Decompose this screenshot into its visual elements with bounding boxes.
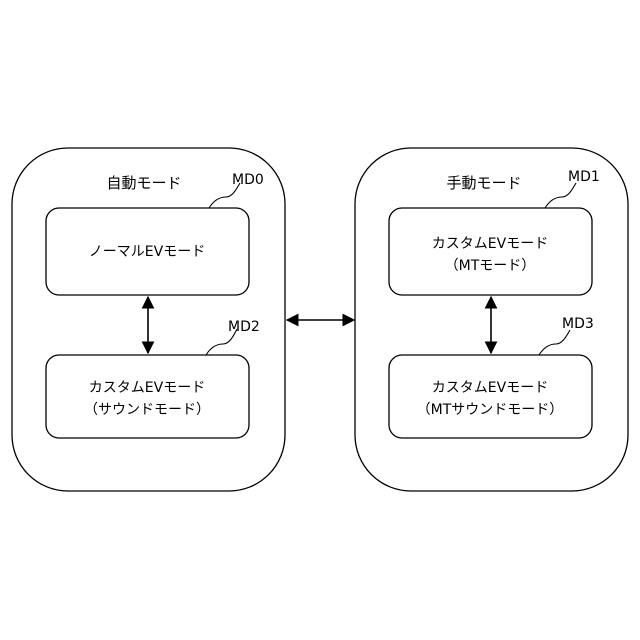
md1-ref-label: MD1 <box>568 169 600 185</box>
md3-line-2: （MTサウンドモード） <box>417 402 564 418</box>
md3-box: カスタムEVモード （MTサウンドモード） <box>389 355 592 438</box>
md2-ref-label: MD2 <box>228 319 260 335</box>
manual-mode-group: 手動モード カスタムEVモード （MTモード） MD1 カスタムEVモード （M… <box>355 148 628 491</box>
md2-frame <box>46 355 249 438</box>
md3-ref-label: MD3 <box>562 316 594 332</box>
md2-line-2: （サウンドモード） <box>84 402 210 418</box>
md0-box: ノーマルEVモード <box>46 208 249 295</box>
md0-ref-label: MD0 <box>232 172 264 188</box>
md3-line-1: カスタムEVモード <box>432 380 548 396</box>
auto-mode-label: 自動モード <box>106 174 181 192</box>
manual-mode-label: 手動モード <box>446 174 521 192</box>
auto-mode-group: 自動モード ノーマルEVモード MD0 カスタムEVモード （サウンドモード） … <box>12 148 285 491</box>
md2-line-1: カスタムEVモード <box>89 380 205 396</box>
md1-box: カスタムEVモード （MTモード） <box>389 208 592 295</box>
md3-frame <box>389 355 592 438</box>
md1-line-2: （MTモード） <box>445 258 536 274</box>
md0-line-1: ノーマルEVモード <box>89 244 205 260</box>
md1-line-1: カスタムEVモード <box>432 236 548 252</box>
md2-box: カスタムEVモード （サウンドモード） <box>46 355 249 438</box>
